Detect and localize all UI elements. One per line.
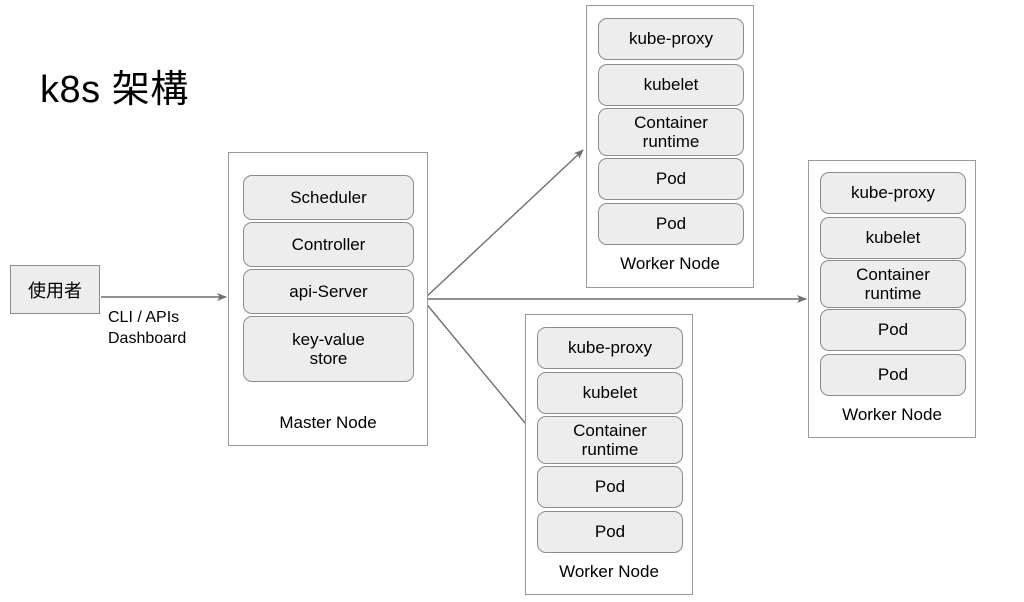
worker-top-component-kubelet[interactable]: kubelet bbox=[598, 64, 744, 106]
worker-top-component-pod-2[interactable]: Pod bbox=[598, 203, 744, 245]
master-component-key-value-store[interactable]: key-value store bbox=[243, 316, 414, 382]
worker-top-component-kube-proxy-label: kube-proxy bbox=[628, 29, 714, 48]
master-component-api-server-label: api-Server bbox=[289, 281, 368, 301]
worker-top-component-pod-2-label: Pod bbox=[655, 214, 687, 233]
worker-top-component-container-runtime-label-line1: Container bbox=[634, 113, 708, 132]
worker-top-component-container-runtime[interactable]: Container runtime bbox=[598, 108, 744, 156]
user-edge-label: CLI / APIs Dashboard bbox=[108, 307, 186, 349]
worker-bottom-component-pod-2-label: Pod bbox=[594, 522, 626, 541]
user-edge-label-line1: CLI / APIs bbox=[108, 309, 180, 326]
worker-node-bottom[interactable]: kube-proxy kubelet Container runtime Pod… bbox=[525, 314, 693, 595]
master-component-scheduler-label: Scheduler bbox=[290, 187, 367, 207]
worker-right-component-container-runtime-label-line2: runtime bbox=[864, 284, 922, 303]
user-label: 使用者 bbox=[28, 280, 82, 301]
page-title: k8s 架構 bbox=[40, 69, 189, 111]
master-component-key-value-store-label-line2: store bbox=[309, 349, 348, 368]
arrow-hub-to-worker-top bbox=[423, 149, 584, 300]
worker-node-right-label: Worker Node bbox=[842, 405, 942, 424]
user-box[interactable]: 使用者 bbox=[10, 265, 100, 314]
arrow-hub-to-worker-bottom bbox=[423, 300, 541, 442]
master-node-label: Master Node bbox=[279, 413, 377, 432]
master-component-api-server[interactable]: api-Server bbox=[243, 269, 414, 314]
worker-right-component-kubelet-label: kubelet bbox=[865, 228, 921, 247]
user-edge-label-line2: Dashboard bbox=[108, 330, 187, 347]
worker-bottom-component-container-runtime[interactable]: Container runtime bbox=[537, 416, 683, 464]
worker-right-component-container-runtime[interactable]: Container runtime bbox=[820, 260, 966, 308]
worker-right-component-pod-2[interactable]: Pod bbox=[820, 354, 966, 396]
worker-node-top-label: Worker Node bbox=[620, 254, 720, 273]
worker-node-bottom-label: Worker Node bbox=[559, 562, 659, 581]
worker-node-right[interactable]: kube-proxy kubelet Container runtime Pod… bbox=[808, 160, 976, 438]
worker-right-component-kube-proxy[interactable]: kube-proxy bbox=[820, 172, 966, 214]
worker-node-top[interactable]: kube-proxy kubelet Container runtime Pod… bbox=[586, 5, 754, 288]
worker-bottom-component-container-runtime-label-line2: runtime bbox=[581, 440, 639, 459]
worker-bottom-component-container-runtime-label-line1: Container bbox=[573, 421, 647, 440]
worker-top-component-pod-1-label: Pod bbox=[655, 169, 687, 188]
worker-top-component-pod-1[interactable]: Pod bbox=[598, 158, 744, 200]
worker-bottom-component-pod-1-label: Pod bbox=[594, 477, 626, 496]
worker-bottom-component-pod-2[interactable]: Pod bbox=[537, 511, 683, 553]
worker-right-component-pod-1[interactable]: Pod bbox=[820, 309, 966, 351]
worker-right-component-kubelet[interactable]: kubelet bbox=[820, 217, 966, 259]
worker-bottom-component-kube-proxy-label: kube-proxy bbox=[567, 338, 653, 357]
master-component-scheduler[interactable]: Scheduler bbox=[243, 175, 414, 220]
master-component-key-value-store-label-line1: key-value bbox=[292, 330, 365, 349]
master-component-controller[interactable]: Controller bbox=[243, 222, 414, 267]
worker-top-component-kube-proxy[interactable]: kube-proxy bbox=[598, 18, 744, 60]
worker-right-component-pod-1-label: Pod bbox=[877, 320, 909, 339]
worker-bottom-component-kubelet[interactable]: kubelet bbox=[537, 372, 683, 414]
worker-right-component-container-runtime-label-line1: Container bbox=[856, 265, 930, 284]
master-component-controller-label: Controller bbox=[291, 234, 366, 254]
worker-bottom-component-pod-1[interactable]: Pod bbox=[537, 466, 683, 508]
worker-right-component-pod-2-label: Pod bbox=[877, 365, 909, 384]
worker-bottom-component-kubelet-label: kubelet bbox=[582, 383, 638, 402]
worker-top-component-kubelet-label: kubelet bbox=[643, 75, 699, 94]
worker-top-component-container-runtime-label-line2: runtime bbox=[642, 132, 700, 151]
worker-bottom-component-kube-proxy[interactable]: kube-proxy bbox=[537, 327, 683, 369]
worker-right-component-kube-proxy-label: kube-proxy bbox=[850, 183, 936, 202]
master-node[interactable]: Scheduler Controller api-Server key-valu… bbox=[228, 152, 428, 446]
